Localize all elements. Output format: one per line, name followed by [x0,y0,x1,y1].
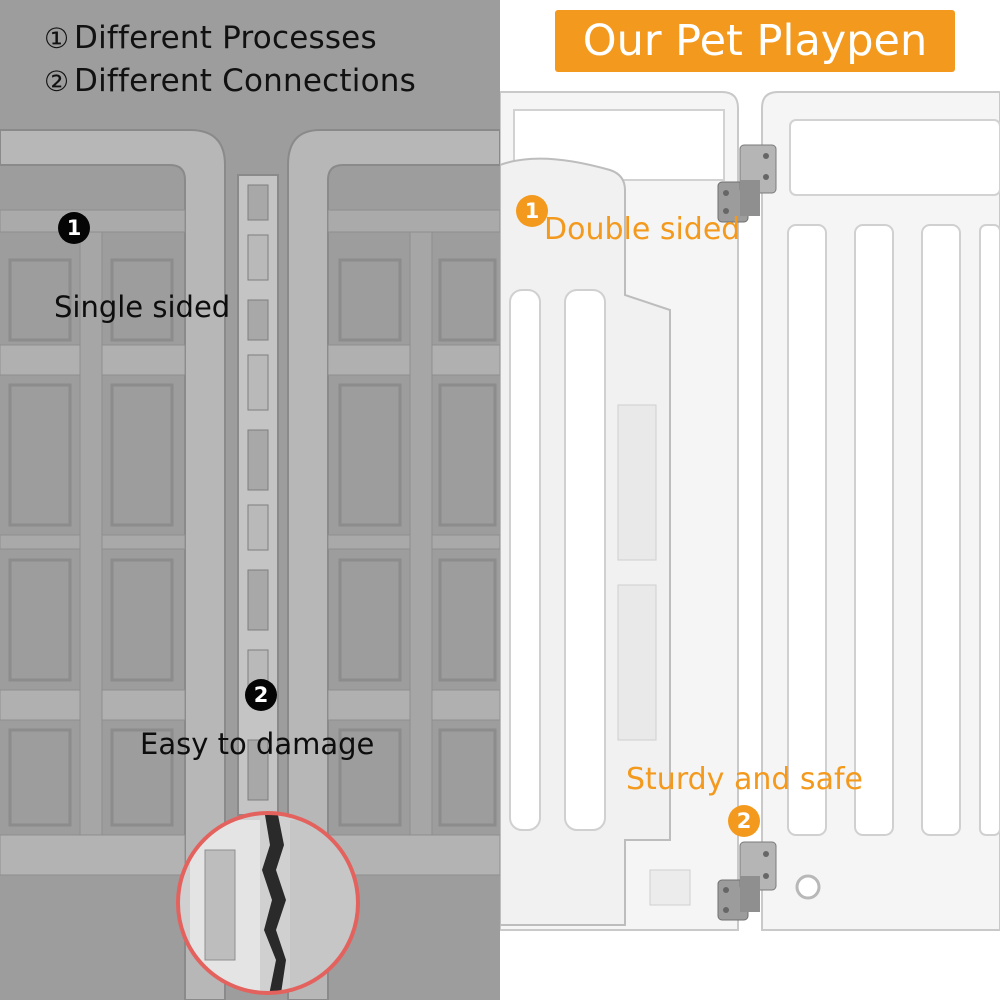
double-sided-panel-photo [500,0,1000,1000]
bottom-hinge [717,841,777,921]
easy-to-damage-label: Easy to damage [140,727,375,761]
top-hinge [717,144,777,223]
double-sided-label: Double sided [544,212,741,247]
point-1-badge-orange: 1 [516,195,548,227]
point-2-badge-orange: 2 [728,805,760,837]
title-text: Our Pet Playpen [582,16,928,66]
zoom-ring [176,811,360,995]
point-2-badge: 2 [245,679,277,711]
sturdy-and-safe-label: Sturdy and safe [626,762,863,797]
single-sided-panel-photo [0,129,500,1000]
title-banner: Our Pet Playpen [555,10,955,72]
point-1-badge: 1 [58,212,90,244]
single-sided-label: Single sided [54,290,231,324]
comparison-right-panel: Our Pet Playpen 1 Double sided Sturdy an… [500,0,1000,1000]
